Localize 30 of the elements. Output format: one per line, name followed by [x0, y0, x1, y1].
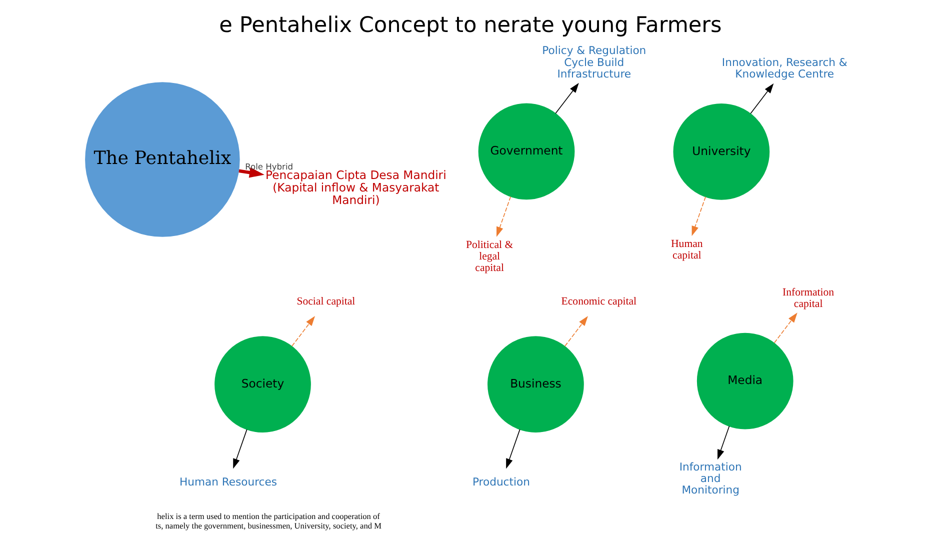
arrow [717, 426, 730, 460]
node-text: Information and Monitoring [679, 460, 742, 497]
arrow [496, 196, 512, 237]
node-text: Human capital [671, 238, 703, 262]
node-text: Policy & Regulation Cycle Build Infrastructure [542, 44, 646, 80]
node-circle: The Pentahelix [85, 82, 240, 237]
node-text: Information capital [782, 286, 834, 310]
node-text: Production [472, 475, 530, 488]
diagram-title: e Pentahelix Concept to nerate young Farmers [219, 13, 722, 38]
node-text: Political & legal capital [466, 238, 514, 274]
node-text: Human Resources [179, 475, 278, 488]
node-circle: Media [696, 332, 794, 430]
node-text: Innovation, Research & Knowledge Centre [722, 56, 848, 81]
label: helix is a term used to mention the participation and cooperation of ts, namely the government, businessmen, University, society, and M [156, 512, 382, 530]
arrow [555, 82, 579, 114]
arrow [238, 167, 264, 178]
node-circle: Society [214, 336, 311, 433]
arrow [774, 312, 798, 344]
node-circle: Government [478, 103, 575, 200]
arrow [233, 429, 248, 469]
arrow [692, 196, 706, 236]
arrow [564, 316, 588, 347]
node-circle: University [673, 104, 770, 200]
edge-label: Role Hybrid [245, 161, 294, 172]
arrow [750, 83, 774, 114]
arrow [292, 316, 315, 347]
node-text: Social capital [296, 296, 356, 308]
node-circle: Business [488, 336, 584, 433]
node-text: Economic capital [561, 296, 637, 308]
arrow [506, 429, 520, 469]
